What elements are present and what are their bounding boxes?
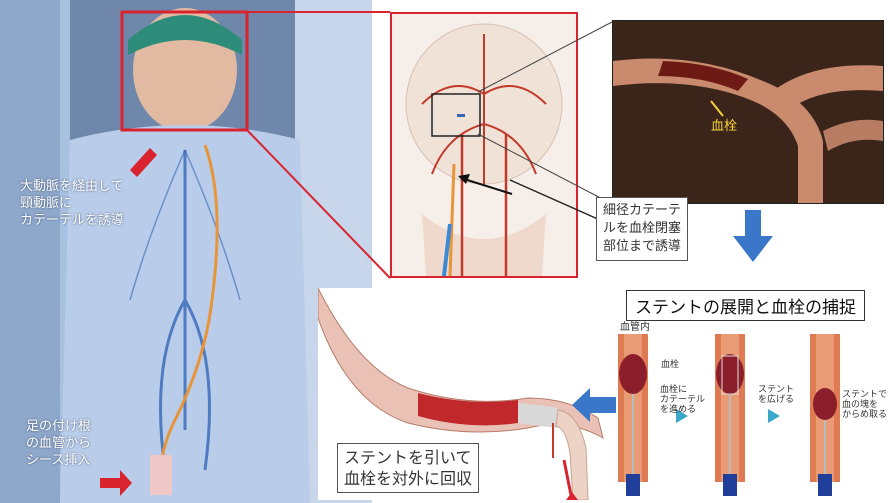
zoomed-vessel-photo: 血栓 (612, 20, 884, 204)
in-vessel-label: 血管内 (620, 323, 650, 333)
retrieve-label: ステントを引いて 血栓を対外に回収 (337, 443, 479, 493)
left-arrow-icon (572, 388, 616, 422)
clot-label: 血栓 (711, 115, 737, 134)
step1-label: 血栓に カテーテル を進める (660, 385, 705, 415)
brain-vessel-panel (390, 12, 578, 278)
cerebral-artery-illustration (392, 14, 576, 276)
stent-deploy-title: ステントの展開と血栓の捕捉 (626, 290, 865, 321)
step3-label: ステントで 血の塊を からめ取る (842, 390, 887, 420)
patient-panel: 大動脈を経由して 頸動脈に カテーテルを誘導 足の付け根 の血管から シース挿入 (0, 0, 372, 503)
down-arrow-icon (733, 210, 773, 262)
clot-occlusion-image (613, 21, 883, 203)
step2-label: ステント を広げる (758, 385, 794, 405)
aorta-route-label: 大動脈を経由して 頸動脈に カテーテルを誘導 (20, 178, 124, 229)
micro-catheter-label: 細径カテーテ ルを血栓閉塞 部位まで誘導 (596, 197, 688, 261)
groin-sheath-label: 足の付け根 の血管から シース挿入 (26, 418, 91, 469)
step-clot-label: 血栓 (661, 360, 679, 370)
